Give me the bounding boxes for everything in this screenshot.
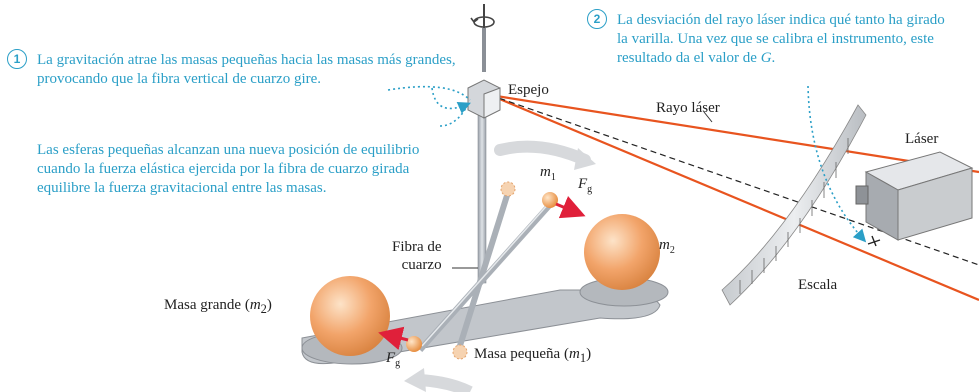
gravity-force-arrow-bottom: [378, 326, 409, 351]
scale-ticks: [739, 138, 849, 294]
laser-label: Láser: [905, 131, 939, 147]
small-mass-moved-top: [542, 192, 558, 208]
note2-body: La desviación del rayo láser indica qué …: [617, 12, 945, 66]
note1b-text: Las esferas pequeñas alcanzan una nueva …: [37, 142, 420, 196]
rotation-arrow-bottom: [419, 374, 473, 392]
note2-end: .: [771, 50, 776, 66]
fg-bottom-symbol-label: Fg: [386, 350, 401, 369]
scale-label: Escala: [798, 277, 838, 293]
scale-strip: [721, 104, 867, 306]
note2-number-badge: 2: [587, 9, 607, 29]
m1-symbol-label: m1: [540, 164, 556, 183]
mirror-label: Espejo: [508, 82, 549, 98]
laser-ray-label: Rayo láser: [656, 100, 720, 116]
big-mass-label: Masa grande (m2): [164, 297, 272, 316]
fiber-label-line1: Fibra de: [392, 239, 442, 255]
small-mass-ghost-top: [500, 181, 516, 197]
laser-device: [855, 151, 974, 241]
rotation-arrow-top: [494, 140, 591, 166]
note1-pointer-arrow: [431, 87, 471, 114]
big-mass-label-text: Masa grande: [164, 297, 242, 313]
rotation-icon: [470, 4, 495, 28]
torsion-rod-b: [455, 185, 513, 353]
mirror-housing: [467, 79, 501, 119]
big-mass-symbol: m: [249, 297, 261, 313]
big-mass-right: [584, 214, 660, 290]
laser-ray-incident: [489, 93, 979, 174]
big-mass-subscript: 2: [260, 302, 267, 316]
torsion-rod-a: [417, 195, 559, 353]
gravity-force-arrow-top: [555, 196, 586, 219]
fiber-label: Fibra de cuarzo: [392, 238, 442, 274]
note1-pointer-line: [387, 85, 471, 127]
small-mass-label: Masa pequeña (m1): [474, 346, 592, 365]
note2-text: La desviación del rayo láser indica qué …: [617, 11, 952, 68]
fiber-label-line2: cuarzo: [401, 257, 442, 273]
small-mass-subscript: 1: [579, 351, 587, 365]
fg-top-symbol-label: Fg: [578, 176, 593, 195]
note1-number-badge: 1: [7, 49, 27, 69]
small-mass-moved-bottom: [406, 336, 422, 352]
deflection-marker-icon: [867, 235, 881, 247]
note1-text: La gravitación atrae las masas pequeñas …: [37, 52, 456, 87]
laser-ray-leader-line: [703, 111, 713, 123]
small-mass-label-text: Masa pequeña: [474, 346, 561, 362]
m2-symbol-label: m2: [659, 237, 675, 256]
note2-pointer-arrow: [807, 85, 867, 243]
laser-ray-reflected: [489, 93, 979, 302]
small-mass-symbol: m: [568, 346, 580, 362]
note2-symbol-G: G: [760, 50, 772, 66]
big-mass-left: [310, 276, 390, 356]
small-mass-ghost-bottom: [452, 344, 468, 360]
